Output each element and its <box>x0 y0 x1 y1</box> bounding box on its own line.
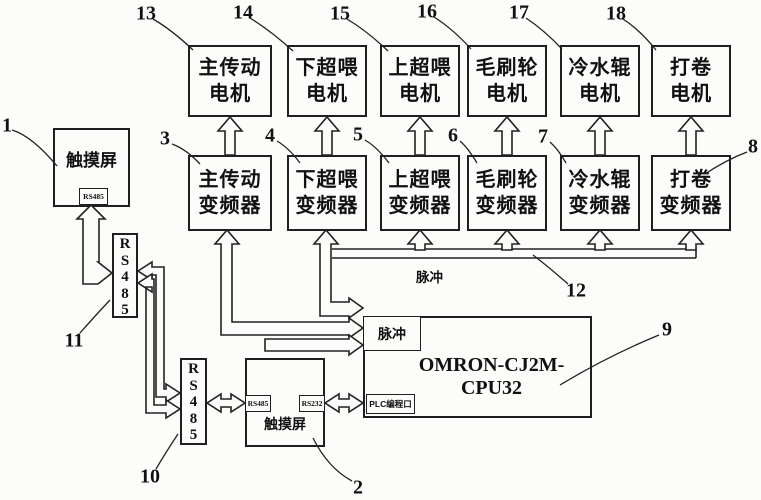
rs232-port: RS232 <box>299 395 325 412</box>
rs485-port: RS485 <box>79 188 108 205</box>
ref-11: 11 <box>64 329 84 352</box>
motor-box-brush-wheel: 毛刷轮 电机 <box>467 45 547 117</box>
inverter-label: 变频器 <box>388 195 452 217</box>
plc-model-label: OMRON-CJ2M-CPU32 <box>418 354 565 399</box>
inverter-label: 主传动 <box>198 169 262 191</box>
touchscreen-top-box: 触摸屏 RS485 <box>53 128 130 207</box>
touchscreen-top-label: 触摸屏 <box>66 151 117 170</box>
motor-box-lower-overfeed: 下超喂 电机 <box>287 45 367 117</box>
ref-8: 8 <box>748 135 758 158</box>
ref-15: 15 <box>330 2 350 25</box>
ref-18: 18 <box>606 2 626 25</box>
motor-box-cold-roller: 冷水辊 电机 <box>560 45 640 117</box>
motor-label: 下超喂 <box>295 57 359 79</box>
inverter-label: 变频器 <box>198 195 262 217</box>
inverter-label: 下超喂 <box>295 169 359 191</box>
touchscreen-bottom-label: 触摸屏 <box>264 416 306 432</box>
ref-5: 5 <box>353 123 363 146</box>
inverter-box-upper-overfeed: 上超喂 变频器 <box>380 155 460 231</box>
pulse-port: 脉冲 <box>363 316 421 351</box>
motor-label: 电机 <box>399 83 441 105</box>
motor-label: 电机 <box>486 83 528 105</box>
inverter-label: 变频器 <box>659 195 723 217</box>
rs485-module-upper: R S 4 8 5 <box>112 233 138 318</box>
pulse-bus-label: 脉冲 <box>416 270 443 285</box>
inverter-box-cold-roller: 冷水辊 变频器 <box>560 155 640 231</box>
rs485-module-lower: R S 4 8 5 <box>180 358 207 445</box>
inverter-label: 变频器 <box>568 195 632 217</box>
ref-17: 17 <box>509 1 529 24</box>
bus-to-inverter-arrows <box>406 228 705 251</box>
motor-label: 电机 <box>306 83 348 105</box>
inverter-to-motor-arrows <box>216 115 705 156</box>
inverter-label: 变频器 <box>295 195 359 217</box>
inverter-box-lower-overfeed: 下超喂 变频器 <box>287 155 367 231</box>
motor-box-winding: 打卷 电机 <box>651 45 731 117</box>
motor-box-upper-overfeed: 上超喂 电机 <box>380 45 460 117</box>
motor-label: 电机 <box>670 83 712 105</box>
touchscreen-bottom-box: RS485 RS232 触摸屏 <box>245 358 325 447</box>
ref-16: 16 <box>417 0 437 23</box>
ref-3: 3 <box>160 127 170 150</box>
ref-10: 10 <box>140 465 160 488</box>
ref-7: 7 <box>538 125 548 148</box>
rs485-module-lower-label: R S 4 8 5 <box>188 361 199 444</box>
motor-label: 主传动 <box>198 57 262 79</box>
inverter-label: 上超喂 <box>388 169 452 191</box>
motor-label: 电机 <box>209 83 251 105</box>
ref-2: 2 <box>353 476 363 499</box>
plc-box: 脉冲 PLC编程口 OMRON-CJ2M-CPU32 <box>363 316 592 418</box>
ref-13: 13 <box>136 2 156 25</box>
motor-box-main-drive: 主传动 电机 <box>188 45 272 117</box>
motor-label: 毛刷轮 <box>475 57 539 79</box>
inverter-box-winding: 打卷 变频器 <box>651 155 731 231</box>
inverter-box-brush-wheel: 毛刷轮 变频器 <box>467 155 547 231</box>
ref-14: 14 <box>233 1 253 24</box>
plc-programming-port: PLC编程口 <box>366 394 415 414</box>
inverter-box-main-drive: 主传动 变频器 <box>188 155 272 231</box>
motor-label: 电机 <box>579 83 621 105</box>
inverter-label: 打卷 <box>670 169 712 191</box>
inverter-label: 毛刷轮 <box>475 169 539 191</box>
rs485-module-upper-label: R S 4 8 5 <box>119 236 131 319</box>
motor-label: 打卷 <box>670 57 712 79</box>
rs485-port: RS485 <box>245 395 271 412</box>
ref-12: 12 <box>566 279 586 302</box>
pulse-connectors <box>213 228 365 357</box>
inverter-label: 变频器 <box>475 195 539 217</box>
inverter-label: 冷水辊 <box>568 169 632 191</box>
ref-9: 9 <box>662 318 672 341</box>
motor-label: 冷水辊 <box>568 57 632 79</box>
ref-6: 6 <box>448 124 458 147</box>
ref-1: 1 <box>2 114 12 137</box>
ref-4: 4 <box>265 124 275 147</box>
motor-label: 上超喂 <box>388 57 452 79</box>
pulse-bus <box>332 248 697 259</box>
